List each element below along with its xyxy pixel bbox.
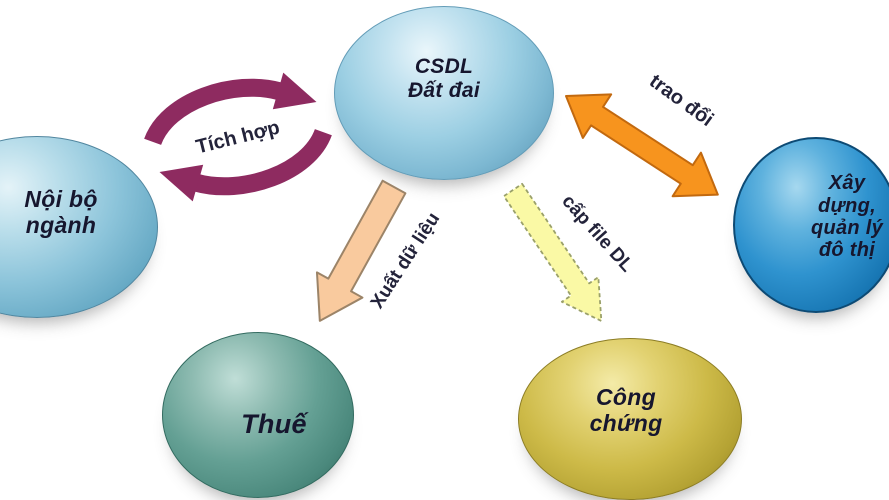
node-label-line: quản lý [810, 217, 884, 239]
node-label-line: dựng, [818, 194, 876, 217]
node-label-line: Xây [828, 172, 866, 195]
file-provision-dashed-arrow-icon [502, 182, 603, 322]
node-label-line: Đất đai [407, 79, 481, 102]
node-label-line: Nội bộ [24, 186, 98, 213]
integration-cycle-icon [144, 72, 332, 202]
node-noi-bo-nganh-label: Nội bộ ngành [24, 186, 98, 239]
exchange-double-arrow-icon [565, 93, 719, 198]
node-label-line: đô thị [818, 239, 876, 262]
node-label-line: chứng [589, 410, 663, 436]
node-label-line: Công [596, 384, 656, 411]
node-thue-label: Thuế [241, 409, 307, 439]
node-xay-dung-quan-ly-do-thi: Xây dựng, quản lý đô thị [733, 137, 889, 313]
node-thue: Thuế [162, 332, 354, 498]
node-label-line: Thuế [241, 408, 307, 439]
node-xay-dung-label: Xây dựng, quản lý đô thị [811, 172, 883, 262]
export-data-arrow-icon [315, 179, 407, 322]
node-csdl-dat-dai-label: CSDL Đất đai [408, 55, 480, 102]
node-cong-chung-label: Công chứng [589, 384, 663, 437]
node-label-line: ngành [25, 212, 97, 238]
node-label-line: CSDL [414, 55, 474, 79]
node-csdl-dat-dai: CSDL Đất đai [334, 6, 554, 180]
node-cong-chung: Công chứng [518, 338, 742, 500]
